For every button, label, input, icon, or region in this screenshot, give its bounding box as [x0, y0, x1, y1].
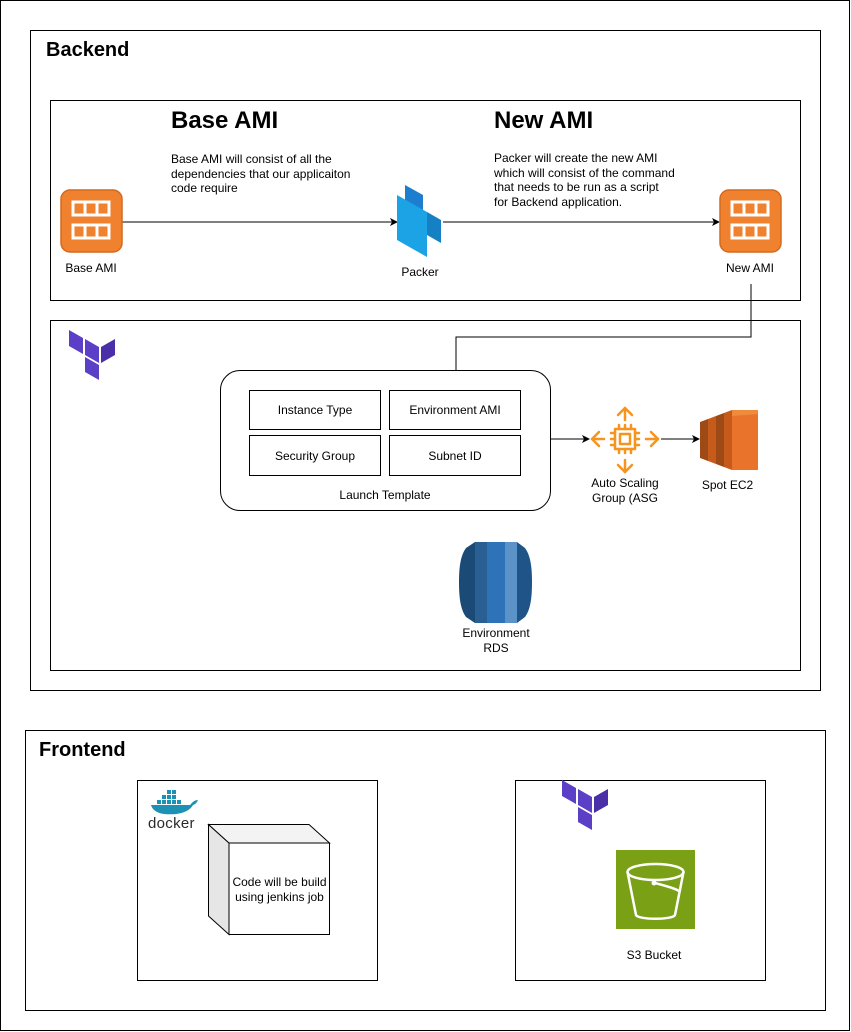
ami-instance-icon: [719, 189, 782, 253]
terraform-icon: [69, 330, 115, 380]
base-ami-label: Base AMI: [65, 261, 117, 275]
environment-ami-cell: Environment AMI: [389, 390, 521, 430]
s3-bucket-label: S3 Bucket: [626, 948, 682, 962]
base-ami-description-line: Base AMI will consist of all the: [171, 152, 332, 166]
base-ami-description-line: code require: [171, 181, 238, 195]
new-ami-heading: New AMI: [494, 107, 594, 134]
asg-label-line: Auto Scaling: [591, 476, 659, 490]
new-ami-description: Packer will create the new AMI which wil…: [494, 151, 675, 209]
build-box-label: Code will be build using jenkins job: [229, 875, 330, 905]
packer-label: Packer: [401, 265, 439, 279]
base-ami-heading: Base AMI: [171, 107, 279, 134]
frontend-title: Frontend: [39, 739, 126, 761]
arrow-new-ami-to-launch-template: [452, 284, 752, 390]
build-box-label-line: Code will be build: [232, 875, 327, 889]
rds-label: Environment RDS: [445, 626, 547, 656]
build-box-label-line: using jenkins job: [235, 890, 324, 904]
security-group-cell: Security Group: [249, 435, 381, 476]
new-ami-description-line: which will consist of the command: [494, 165, 675, 180]
docker-icon: [151, 790, 198, 815]
subnet-id-cell: Subnet ID: [389, 435, 521, 476]
base-ami-description: Base AMI will consist of all the depende…: [171, 152, 350, 196]
launch-template-label: Launch Template: [339, 488, 431, 502]
new-ami-label: New AMI: [725, 261, 774, 275]
rds-label-line: Environment: [462, 626, 530, 640]
instance-type-cell: Instance Type: [249, 390, 381, 430]
spot-ec2-label: Spot EC2: [701, 478, 754, 492]
new-ami-description-line: Packer will create the new AMI: [494, 151, 658, 165]
docker-wordmark: docker: [148, 815, 195, 832]
new-ami-description-line: that needs to be run as a script: [494, 180, 659, 194]
auto-scaling-icon: [590, 406, 660, 474]
new-ami-description-line: for Backend application.: [494, 194, 623, 209]
rds-label-line: RDS: [483, 641, 509, 655]
ami-instance-icon: [60, 189, 123, 253]
terraform-icon: [562, 780, 608, 830]
asg-label: Auto Scaling Group (ASG: [580, 476, 670, 506]
s3-bucket-icon: [616, 850, 695, 929]
asg-label-line: Group (ASG: [591, 491, 659, 505]
packer-icon: [397, 185, 441, 257]
backend-title: Backend: [46, 39, 130, 61]
ami-build-panel: [50, 100, 801, 301]
ec2-icon: [700, 410, 758, 470]
build-cube: [207, 823, 331, 936]
base-ami-description-line: dependencies that our applicaiton: [171, 166, 351, 181]
rds-icon: [459, 542, 532, 623]
